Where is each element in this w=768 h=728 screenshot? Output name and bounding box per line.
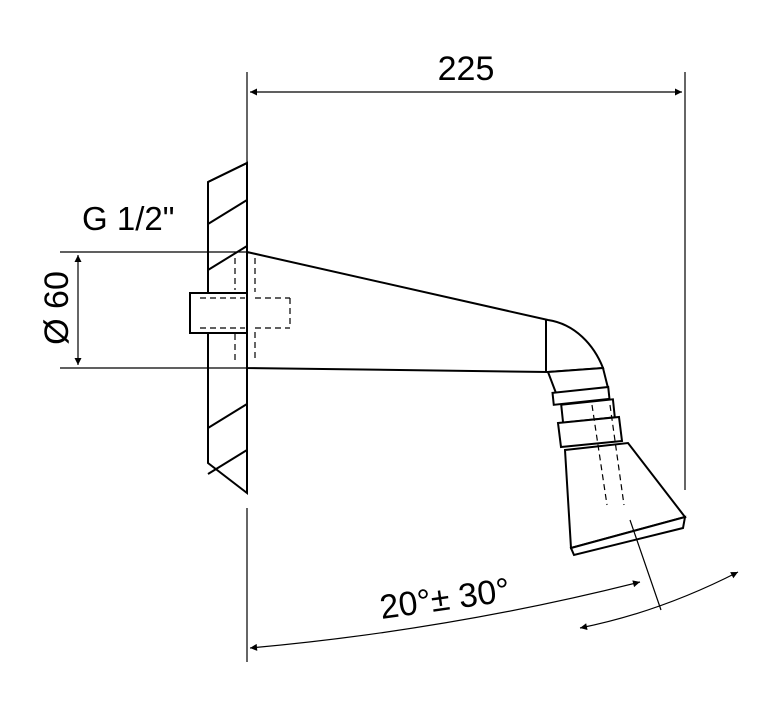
diameter-dimension: Ø 60 <box>38 251 247 369</box>
shower-head <box>556 404 687 557</box>
thread-label: G 1/2" <box>82 200 174 237</box>
length-dimension: 225 <box>246 50 686 490</box>
threaded-connector <box>189 292 248 334</box>
diameter-label: Ø 60 <box>38 271 76 345</box>
ball-joint <box>546 366 616 424</box>
shower-arm <box>234 250 605 374</box>
length-label: 225 <box>438 50 495 88</box>
angle-label: 20°± 30° <box>377 571 512 627</box>
